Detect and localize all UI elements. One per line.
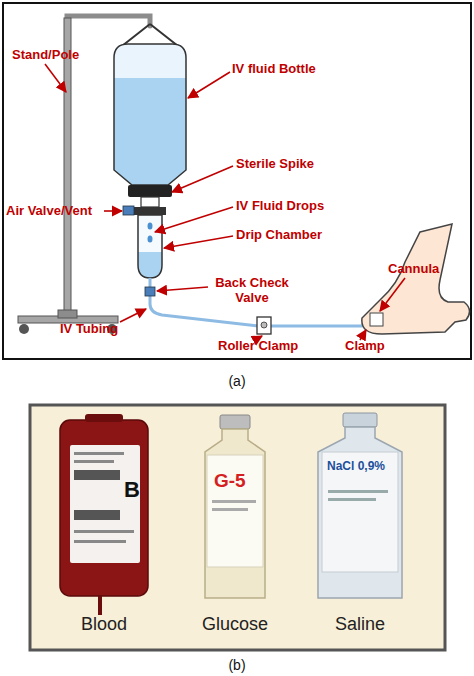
blood-bag [60,414,148,615]
leader-arrow [104,210,122,212]
label-line [74,452,124,455]
iv-bottle [114,24,186,215]
leader-arrow [157,287,208,291]
chamber-ring [134,207,166,215]
chamber-outline [138,215,162,278]
panel-frame [3,3,471,359]
leader-arrow [172,166,233,192]
cannula-tape [370,313,383,326]
label-line [328,490,388,493]
part-label: Air Valve/Vent [6,204,92,219]
bottle-body [205,429,265,598]
part-label: IV Fluid Drops [236,199,324,214]
roller-clamp [257,317,271,334]
part-label: Cannula [388,262,439,277]
bottle-cap [220,415,250,429]
bottle-label [322,452,398,572]
drip-chamber [138,215,162,278]
patient-arm [362,224,470,334]
product-label: NaCl 0,9% [327,460,385,474]
leader-arrows [45,64,405,340]
clamp-roller [261,322,267,328]
leader-arrow [188,72,230,98]
barcode [74,510,120,520]
bottle-fluid [114,78,186,185]
air-vent [123,206,134,215]
label-line [212,500,256,503]
bottle-hanger [122,24,178,46]
bottle-body [318,427,402,598]
part-label: Stand/Pole [12,48,79,63]
part-label: IV Tubing [60,322,118,337]
stand-pole [64,18,71,320]
panel-caption: (b) [228,657,245,673]
bag-port [85,414,123,422]
label-line [212,508,248,511]
leader-arrow [120,309,146,322]
leader-arrow [45,64,66,92]
part-label: Sterile Spike [236,157,314,172]
panel-frame [30,405,445,650]
part-label: IV fluid Bottle [232,62,316,77]
photo-label: Saline [335,614,385,635]
sterile-spike [141,197,159,207]
label-line [74,540,126,543]
glucose-bottle [205,415,265,598]
barcode [74,470,120,480]
panel-caption: (a) [228,373,245,389]
arm-outline [362,224,470,334]
part-label: Clamp [345,339,385,354]
fluid-drop [148,223,153,230]
bottle-body [114,44,186,185]
bottle-outline [114,44,186,185]
photo-label: Blood [81,614,127,635]
part-label: Drip Chamber [236,228,322,243]
chamber-body [138,215,162,278]
bag-label [70,445,140,563]
fluid-drop [148,236,153,243]
label-line [328,498,376,501]
bag-tube [98,596,102,615]
stand-arm [67,16,150,30]
bottle-label [207,455,263,567]
product-label: G-5 [214,470,246,492]
label-line [74,530,134,533]
photo-label: Glucose [202,614,268,635]
leader-arrow [155,207,233,232]
leader-arrow [380,278,405,311]
bag-body [60,420,148,596]
bottle-cap [343,413,377,427]
bottle-cap [128,185,172,197]
blood-group-letter: B [124,477,140,502]
chamber-fluid [138,252,162,278]
part-label: Back Check Valve [210,276,294,306]
label-line [74,460,114,463]
stand-wheel [19,324,29,334]
back-check-valve [145,287,155,296]
saline-bottle [318,413,402,598]
part-label: Roller Clamp [218,339,298,354]
stand-hub [58,310,77,318]
leader-arrow [164,236,233,248]
